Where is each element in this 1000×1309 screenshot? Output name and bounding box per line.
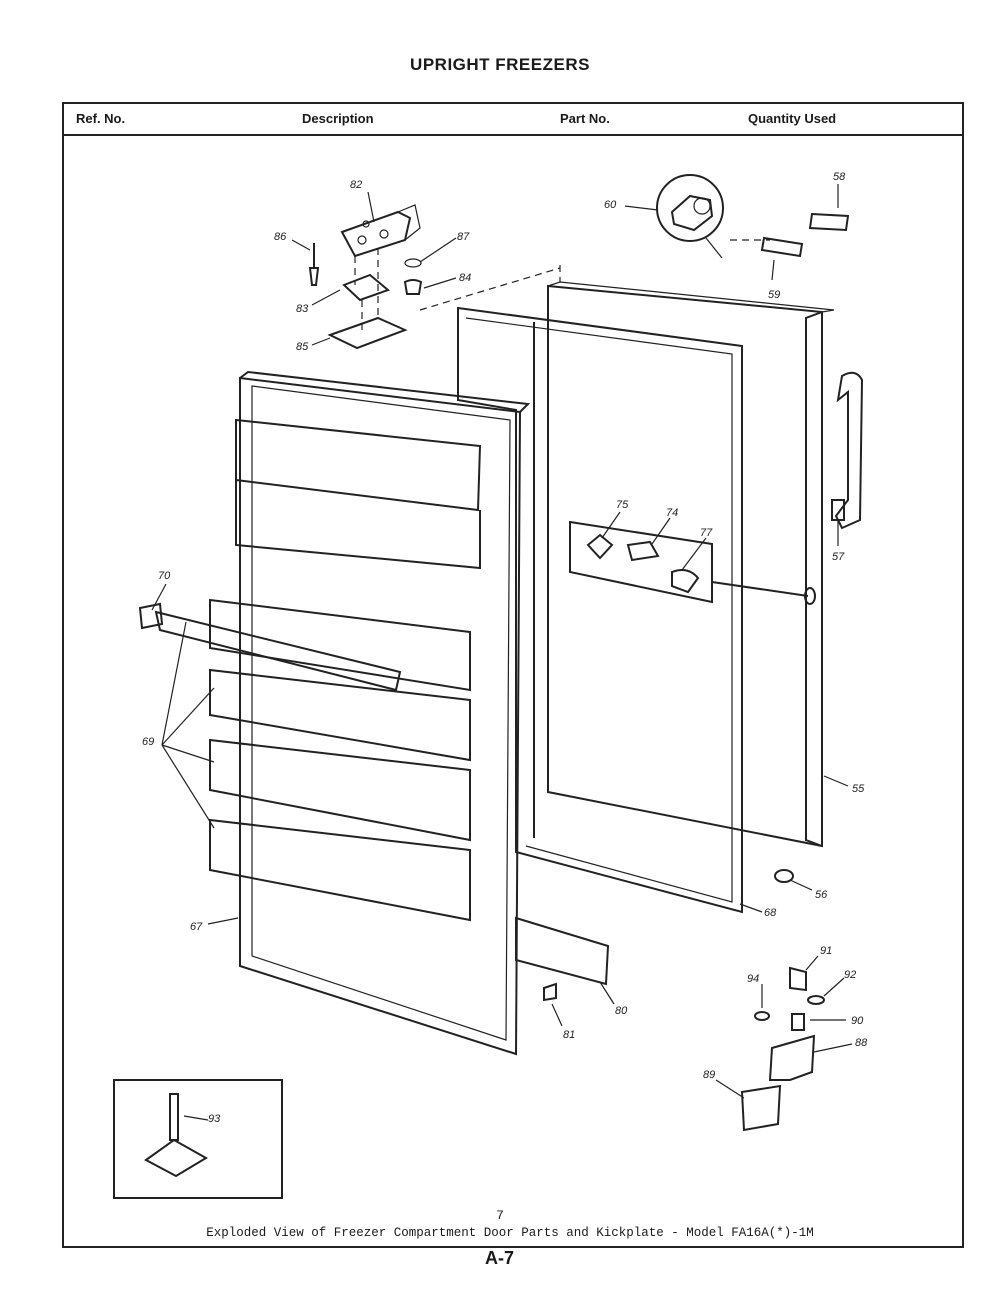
col-ref-no: Ref. No. [76, 111, 126, 126]
callout-84: 84 [459, 272, 471, 284]
part-60-detail [656, 174, 850, 259]
page-title: UPRIGHT FREEZERS [410, 55, 590, 74]
top-hinge-assembly [308, 204, 423, 350]
bottom-hinge-assembly [543, 869, 825, 1132]
callout-67: 67 [190, 921, 203, 933]
callout-88: 88 [855, 1037, 868, 1049]
leveling-leg-inset [113, 1079, 283, 1199]
callout-81: 81 [563, 1029, 575, 1041]
figure-caption: Exploded View of Freezer Compartment Doo… [206, 1226, 814, 1240]
figure-number: 7 [496, 1208, 504, 1223]
callout-89: 89 [703, 1069, 715, 1081]
part-58-strip [808, 212, 850, 232]
kickplate [515, 916, 610, 986]
callout-69: 69 [142, 736, 154, 748]
callout-58: 58 [833, 171, 846, 183]
leader-lines [151, 184, 853, 1121]
callout-90: 90 [851, 1015, 864, 1027]
diagram-frame [62, 102, 964, 1248]
lock-assembly-detail [569, 520, 816, 605]
part-59-bracket [760, 236, 804, 258]
outer-door-panel [419, 239, 835, 848]
callout-70: 70 [158, 570, 171, 582]
callout-86: 86 [274, 231, 287, 243]
callout-55: 55 [852, 783, 865, 795]
col-description: Description [302, 111, 374, 126]
col-quantity-used: Quantity Used [748, 111, 837, 126]
callout-91: 91 [820, 945, 832, 957]
callout-92: 92 [844, 969, 856, 981]
callout-93: 93 [208, 1113, 221, 1125]
callout-labels: 82 86 87 84 83 85 60 58 59 57 75 74 77 7… [142, 171, 868, 1125]
callout-68: 68 [764, 907, 777, 919]
callout-56: 56 [815, 889, 828, 901]
inner-door-liner [138, 370, 610, 1056]
callout-75: 75 [616, 499, 629, 511]
callout-74: 74 [666, 507, 678, 519]
callout-85: 85 [296, 341, 309, 353]
callout-82: 82 [350, 179, 362, 191]
door-handle [831, 371, 864, 530]
callout-80: 80 [615, 1005, 628, 1017]
door-gasket [457, 306, 743, 914]
callout-60: 60 [604, 199, 617, 211]
col-part-no: Part No. [560, 111, 610, 126]
callout-94: 94 [747, 973, 759, 985]
page-code: A-7 [485, 1248, 515, 1268]
callout-87: 87 [457, 231, 470, 243]
callout-83: 83 [296, 303, 309, 315]
table-header: Ref. No. Description Part No. Quantity U… [62, 102, 964, 136]
callout-77: 77 [700, 527, 713, 539]
callout-59: 59 [768, 289, 780, 301]
callout-57: 57 [832, 551, 845, 563]
